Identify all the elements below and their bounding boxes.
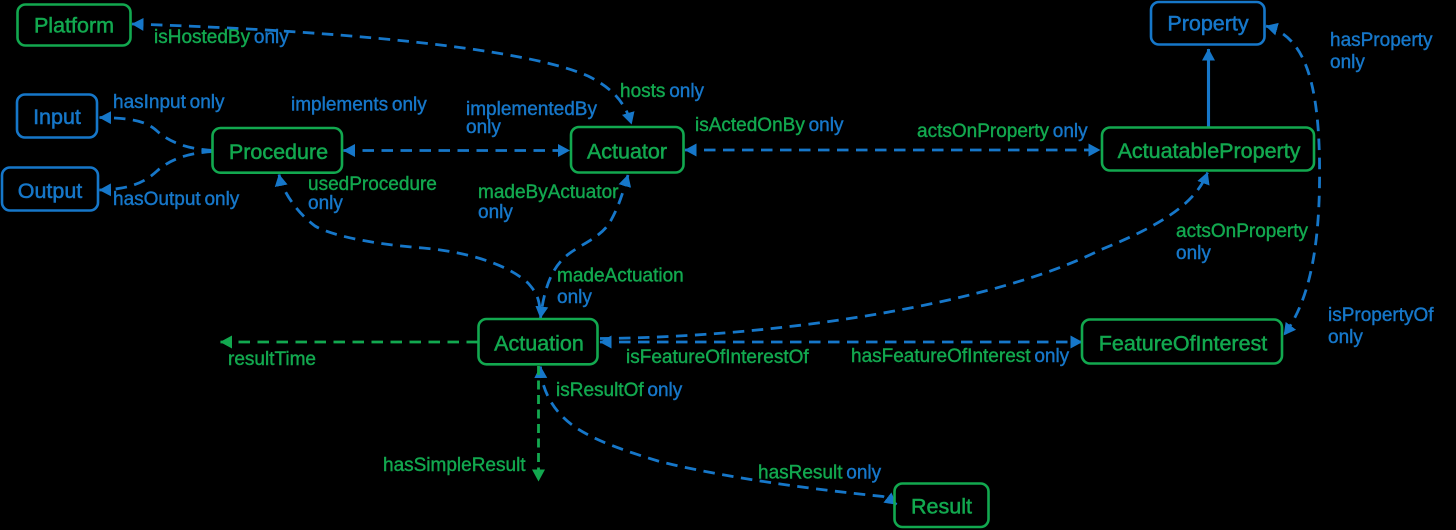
svg-text:only: only — [478, 202, 513, 223]
svg-text:isResultOf only: isResultOf only — [556, 380, 683, 401]
svg-text:only: only — [466, 117, 501, 138]
svg-text:Result: Result — [911, 495, 972, 519]
svg-text:Input: Input — [33, 105, 81, 129]
svg-text:hosts only: hosts only — [620, 81, 705, 102]
svg-text:madeActuation: madeActuation — [557, 266, 684, 287]
svg-text:only: only — [557, 287, 592, 308]
svg-text:implements only: implements only — [291, 95, 427, 116]
svg-text:ActuatableProperty: ActuatableProperty — [1118, 139, 1301, 163]
svg-text:hasInput only: hasInput only — [113, 92, 225, 113]
svg-text:only: only — [1176, 243, 1211, 264]
svg-text:hasResult only: hasResult only — [758, 463, 882, 484]
svg-text:isPropertyOf: isPropertyOf — [1328, 305, 1434, 326]
svg-text:only: only — [1330, 52, 1365, 73]
svg-text:madeByActuator: madeByActuator — [478, 182, 619, 203]
svg-text:isFeatureOfInterestOf: isFeatureOfInterestOf — [626, 347, 809, 368]
svg-text:Output: Output — [18, 179, 83, 203]
svg-text:usedProcedure: usedProcedure — [308, 174, 437, 195]
svg-text:hasOutput only: hasOutput only — [113, 189, 240, 210]
svg-text:hasSimpleResult: hasSimpleResult — [383, 455, 526, 476]
svg-text:isActedOnBy only: isActedOnBy only — [695, 115, 844, 136]
svg-text:Property: Property — [1167, 12, 1249, 36]
svg-text:Actuator: Actuator — [587, 140, 667, 164]
svg-text:Actuation: Actuation — [494, 332, 584, 356]
svg-text:actsOnProperty only: actsOnProperty only — [917, 121, 1088, 142]
svg-text:only: only — [308, 193, 343, 214]
svg-text:isHostedBy only: isHostedBy only — [154, 27, 289, 48]
svg-text:Platform: Platform — [34, 14, 114, 38]
svg-text:FeatureOfInterest: FeatureOfInterest — [1099, 332, 1268, 356]
svg-text:actsOnProperty: actsOnProperty — [1176, 221, 1308, 242]
svg-text:hasProperty: hasProperty — [1330, 30, 1433, 51]
svg-text:implementedBy: implementedBy — [466, 99, 597, 120]
svg-text:only: only — [1328, 327, 1363, 348]
svg-text:hasFeatureOfInterest only: hasFeatureOfInterest only — [851, 346, 1070, 367]
svg-text:resultTime: resultTime — [228, 349, 316, 370]
svg-text:Procedure: Procedure — [229, 140, 328, 164]
